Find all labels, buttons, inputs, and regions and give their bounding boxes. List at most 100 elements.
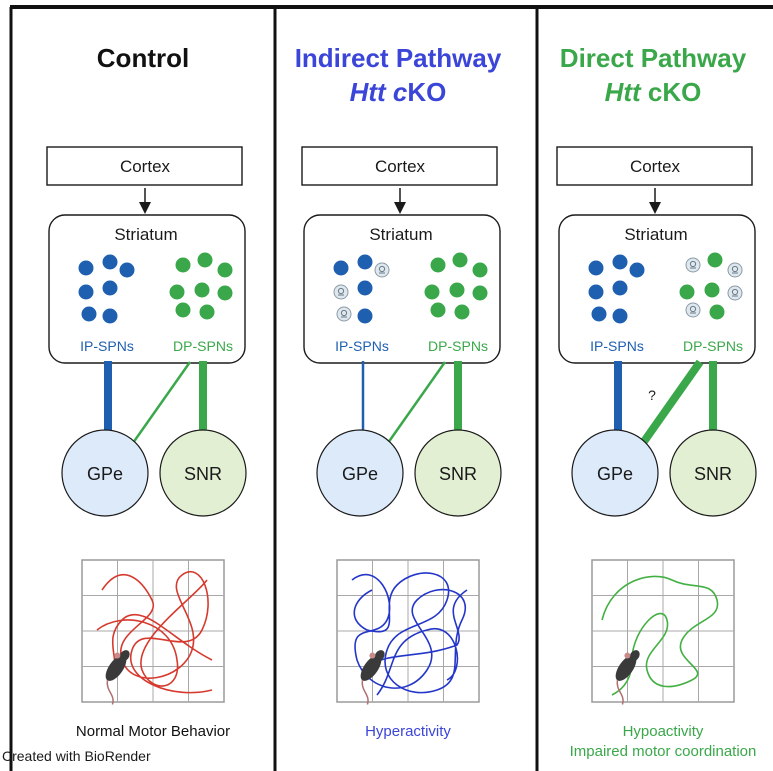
ip-spn-cell [81,306,97,322]
dp-spn-cell [472,285,488,301]
ip-spn-cell [102,308,118,324]
cortex-box [46,146,243,186]
striatum-box [48,214,246,364]
cortex-label: Cortex [630,157,681,176]
panel-title: Control [97,43,189,73]
striatum-label: Striatum [624,225,687,244]
dp-spn-cell [454,304,470,320]
dp-spn-cell [430,302,446,318]
snr-node [159,429,247,517]
ip-spn-cell [612,254,628,270]
cortex-label: Cortex [375,157,426,176]
ip-spn-cell-knockout [374,262,390,278]
behavior-caption: Hypoactivity [623,723,704,740]
uncertain-marker: ? [648,387,656,403]
ip-spn-cell [102,254,118,270]
gpe-node [316,429,404,517]
snr-label: SNR [439,464,477,484]
dp-spn-cell [472,262,488,278]
ip-spn-cell [591,306,607,322]
ip-spn-cell [612,280,628,296]
ip-spn-cell [588,284,604,300]
cortex-box [301,146,498,186]
dp-spn-cell [217,285,233,301]
snr-label: SNR [184,464,222,484]
dp-spn-cell-knockout [727,262,743,278]
cortex-box [556,146,753,186]
ip-spn-cell [102,280,118,296]
behavior-caption: Normal Motor Behavior [76,723,230,740]
striatum-box [558,214,756,364]
ip-spn-cell [78,284,94,300]
dp-gpe-projection [126,361,192,451]
gpe-node [61,429,149,517]
striatum-label: Striatum [114,225,177,244]
dp-spns-label: DP-SPNs [173,338,233,354]
ip-spn-cell [357,280,373,296]
snr-node [669,429,757,517]
striatum-label: Striatum [369,225,432,244]
snr-node [414,429,502,517]
ip-spn-cell-knockout [333,284,349,300]
dp-gpe-projection [381,361,447,451]
dp-spn-cell [709,304,725,320]
ip-spn-cell [588,260,604,276]
dp-spn-cell [175,257,191,273]
striatum-box [303,214,501,364]
dp-spns-label: DP-SPNs [683,338,743,354]
panel-subtitle: Htt cKO [605,77,702,107]
ip-spns-label: IP-SPNs [335,338,389,354]
ip-spns-label: IP-SPNs [590,338,644,354]
ip-spn-cell [612,308,628,324]
gpe-label: GPe [597,464,633,484]
panel-subtitle: Htt cKO [350,77,447,107]
movement-trace [96,571,213,694]
mouse-icon [615,650,640,705]
gpe-label: GPe [87,464,123,484]
dp-spn-cell-knockout [727,285,743,301]
dp-spn-cell [197,252,213,268]
behavior-caption-2: Impaired motor coordination [570,743,757,760]
dp-spn-cell [449,282,465,298]
dp-spns-label: DP-SPNs [428,338,488,354]
dp-gpe-projection [634,359,704,453]
movement-trace [351,572,468,696]
dp-spn-cell-knockout [685,257,701,273]
dp-spn-cell [199,304,215,320]
ip-spn-cell [119,262,135,278]
ip-spns-label: IP-SPNs [80,338,134,354]
movement-trace [601,575,719,696]
dp-spn-cell [194,282,210,298]
dp-spn-cell [704,282,720,298]
gpe-label: GPe [342,464,378,484]
gpe-node [571,429,659,517]
panel-title: Direct Pathway [560,43,747,73]
dp-spn-cell [679,284,695,300]
dp-spn-cell [175,302,191,318]
dp-spn-cell [424,284,440,300]
mouse-icon [105,650,130,705]
ip-spn-cell [78,260,94,276]
dp-spn-cell [217,262,233,278]
dp-spn-cell [452,252,468,268]
ip-spn-cell [357,254,373,270]
dp-spn-cell [707,252,723,268]
ip-spn-cell [333,260,349,276]
dp-spn-cell [169,284,185,300]
ip-spn-cell [357,308,373,324]
biorender-credit: Created with BioRender [2,748,151,764]
dp-spn-cell-knockout [685,302,701,318]
dp-spn-cell [430,257,446,273]
behavior-caption: Hyperactivity [365,723,451,740]
ip-spn-cell-knockout [336,306,352,322]
mouse-icon [360,650,385,705]
cortex-label: Cortex [120,157,171,176]
panel-title: Indirect Pathway [295,43,502,73]
snr-label: SNR [694,464,732,484]
ip-spn-cell [629,262,645,278]
